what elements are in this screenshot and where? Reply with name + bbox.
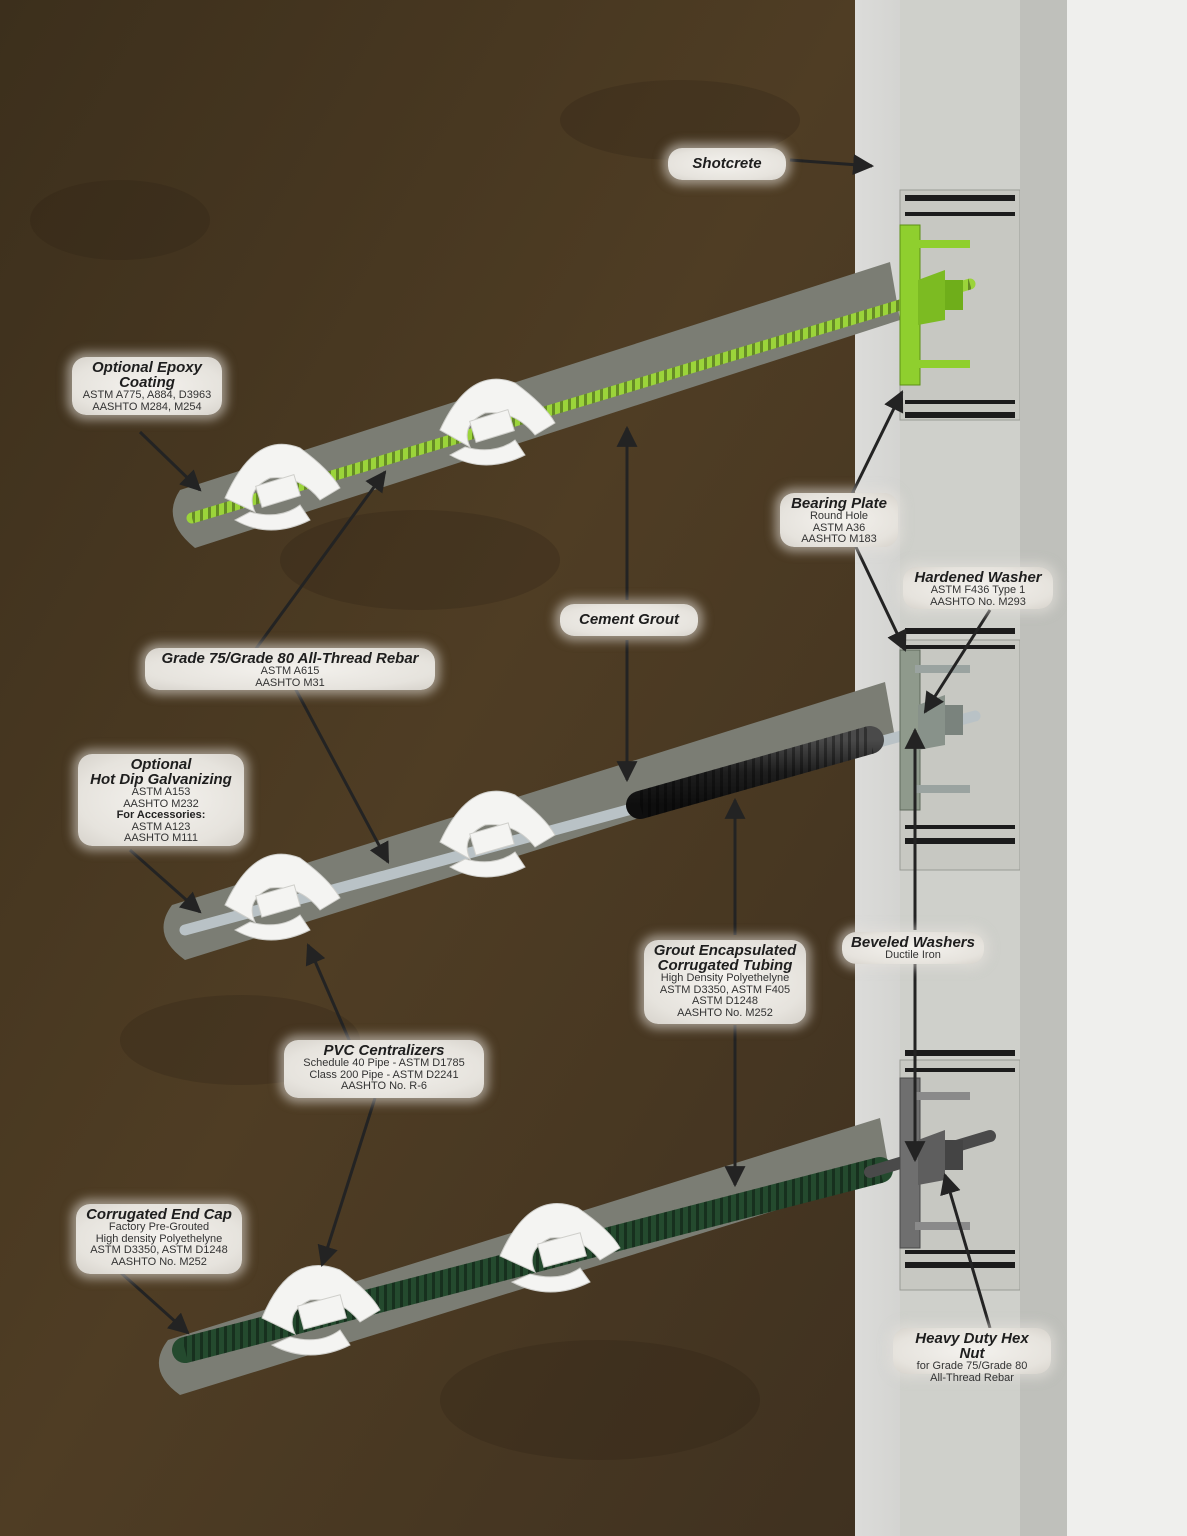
nail-epoxy xyxy=(172,224,976,548)
rebar-title: Grade 75/Grade 80 All-Thread Rebar xyxy=(161,650,419,667)
corrugated-tubing-line-4: AASHTO No. M252 xyxy=(677,1006,773,1019)
hex-nut-title: Heavy Duty Hex Nut xyxy=(915,1330,1029,1362)
arrow-end-cap xyxy=(118,1270,190,1335)
bearing-plate-title: Bearing Plate xyxy=(791,495,887,512)
arrow-bearing-plate-down xyxy=(853,544,907,652)
arrow-bearing-plate-up xyxy=(848,390,904,499)
epoxy-line-2: AASHTO M284, M254 xyxy=(92,400,202,413)
corrugated-tubing-line-3: ASTM D1248 xyxy=(691,995,759,1007)
corrugated-tubing-line-1: High Density Polyethelyne xyxy=(660,972,790,984)
beveled-washers-title: Beveled Washers xyxy=(851,934,975,951)
cement-grout-title: Cement Grout xyxy=(578,611,679,628)
galvanizing-sub-line-2: AASHTO M111 xyxy=(124,832,198,844)
bearing-plate-line-2: ASTM A36 xyxy=(812,521,866,534)
headed-stud xyxy=(915,1222,970,1230)
headed-stud xyxy=(915,785,970,793)
beveled-washers-line-1: Ductile Iron xyxy=(885,949,941,961)
bearing-plate-callout: Bearing Plate Round Hole ASTM A36 AASHTO… xyxy=(780,493,898,547)
cement-grout-callout: Cement Grout xyxy=(560,604,698,636)
bearing-plate-line-1: Round Hole xyxy=(809,510,869,522)
galvanizing-line-1: ASTM A153 xyxy=(131,786,191,798)
end-cap-line-1: Factory Pre-Grouted xyxy=(108,1221,210,1233)
rebar-line-2: AASHTO M31 xyxy=(255,676,325,689)
headed-stud xyxy=(915,360,970,368)
rebar-line-1: ASTM A615 xyxy=(260,665,320,677)
pvc-centralizers-callout: PVC Centralizers Schedule 40 Pipe - ASTM… xyxy=(284,1040,484,1098)
arrow-epoxy xyxy=(138,430,202,492)
headed-stud xyxy=(915,1092,970,1100)
pvc-title: PVC Centralizers xyxy=(323,1042,445,1059)
hardened-washer-title: Hardened Washer xyxy=(914,569,1042,586)
arrow-pvc-down xyxy=(317,1097,377,1268)
arrow-rebar-up xyxy=(253,470,387,651)
end-cap-title: Corrugated End Cap xyxy=(86,1206,232,1223)
galvanizing-sub-line-1: ASTM A123 xyxy=(131,820,191,833)
shotcrete-callout: Shotcrete xyxy=(668,148,786,180)
pvc-line-2: Class 200 Pipe - ASTM D2241 xyxy=(309,1068,459,1081)
shotcrete-wall xyxy=(855,0,1067,1536)
pvc-centralizer xyxy=(261,1265,381,1356)
pvc-centralizer xyxy=(224,853,341,941)
beveled-washers-callout: Beveled Washers Ductile Iron xyxy=(842,932,984,964)
headed-stud xyxy=(915,240,970,248)
pvc-centralizer xyxy=(439,790,556,878)
corrugated-tubing-title-1: Grout Encapsulated xyxy=(653,942,797,959)
end-cap-line-4: AASHTO No. M252 xyxy=(111,1255,207,1268)
pvc-centralizer xyxy=(439,378,556,466)
hex-nut xyxy=(945,280,963,310)
galvanizing-title-2: Hot Dip Galvanizing xyxy=(90,771,232,788)
end-cap-line-2: High density Polyethelyne xyxy=(95,1232,223,1245)
shotcrete-title: Shotcrete xyxy=(692,155,762,172)
epoxy-title: Optional Epoxy Coating xyxy=(91,359,202,391)
beveled-washer xyxy=(918,270,945,325)
hardened-washer-callout: Hardened Washer ASTM F436 Type 1 AASHTO … xyxy=(903,567,1053,609)
arrow-galvanizing xyxy=(129,848,202,914)
hex-nut-line-1: for Grade 75/Grade 80 xyxy=(916,1360,1028,1372)
galvanizing-sub-title: For Accessories: xyxy=(116,809,206,821)
epoxy-line-1: ASTM A775, A884, D3963 xyxy=(82,389,212,401)
corrugated-tubing-title-2: Corrugated Tubing xyxy=(657,957,793,974)
leader-arrows xyxy=(118,154,992,1335)
bearing-plate-line-3: AASHTO M183 xyxy=(801,533,877,545)
hardened-washer-line-1: ASTM F436 Type 1 xyxy=(930,584,1026,596)
nail-encapsulated xyxy=(158,1077,996,1395)
hex-nut xyxy=(945,705,963,735)
arrow-hardened-washer xyxy=(923,609,992,714)
end-cap-line-3: ASTM D3350, ASTM D1248 xyxy=(90,1244,228,1256)
hex-nut-line-2: All-Thread Rebar xyxy=(930,1371,1014,1384)
arrow-shotcrete xyxy=(789,154,875,176)
nail-galvanized xyxy=(163,649,981,960)
pvc-centralizer xyxy=(224,443,341,531)
rebar-callout: Grade 75/Grade 80 All-Thread Rebar ASTM … xyxy=(145,648,435,690)
galvanizing-line-2: AASHTO M232 xyxy=(123,797,199,810)
corrugated-tubing-line-2: ASTM D3350, ASTM F405 xyxy=(659,983,791,996)
hardened-washer-line-2: AASHTO No. M293 xyxy=(930,595,1026,608)
epoxy-callout: Optional Epoxy Coating ASTM A775, A884, … xyxy=(72,357,222,415)
arrow-rebar-down xyxy=(293,687,390,864)
corrugated-tubing-callout: Grout Encapsulated Corrugated Tubing Hig… xyxy=(644,940,806,1024)
arrow-hex-nut xyxy=(940,1172,992,1329)
arrow-pvc-up xyxy=(305,943,352,1043)
hex-nut-callout: Heavy Duty Hex Nut for Grade 75/Grade 80… xyxy=(893,1328,1051,1383)
pvc-line-3: AASHTO No. R-6 xyxy=(341,1080,427,1092)
pvc-centralizer xyxy=(499,1203,621,1293)
hex-nut xyxy=(945,1140,963,1170)
end-cap-callout: Corrugated End Cap Factory Pre-Grouted H… xyxy=(76,1204,242,1274)
galvanizing-callout: Optional Hot Dip Galvanizing ASTM A153 A… xyxy=(78,754,244,846)
headed-stud xyxy=(915,665,970,673)
pvc-line-1: Schedule 40 Pipe - ASTM D1785 xyxy=(303,1057,465,1069)
galvanizing-title-1: Optional xyxy=(130,756,192,773)
